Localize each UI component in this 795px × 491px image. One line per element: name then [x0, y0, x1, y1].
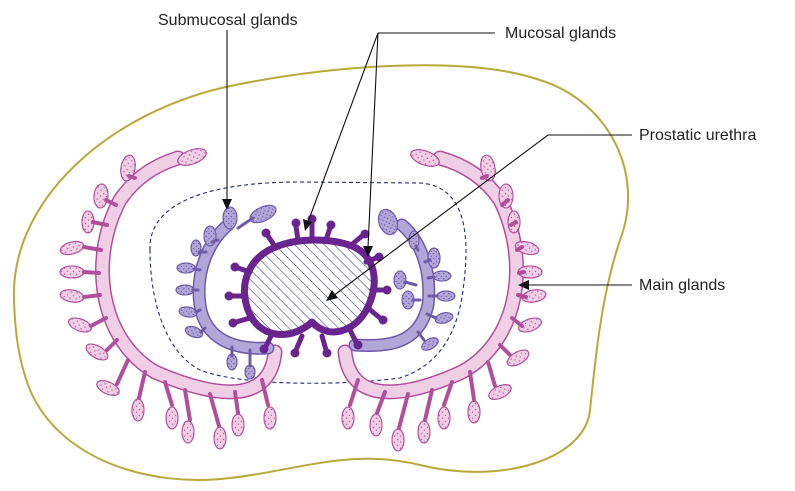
label-main-glands: Main glands: [639, 277, 725, 294]
label-prostatic-urethra: Prostatic urethra: [639, 127, 756, 144]
label-submucosal-glands: Submucosal glands: [158, 12, 298, 29]
label-mucosal-glands: Mucosal glands: [505, 25, 616, 42]
